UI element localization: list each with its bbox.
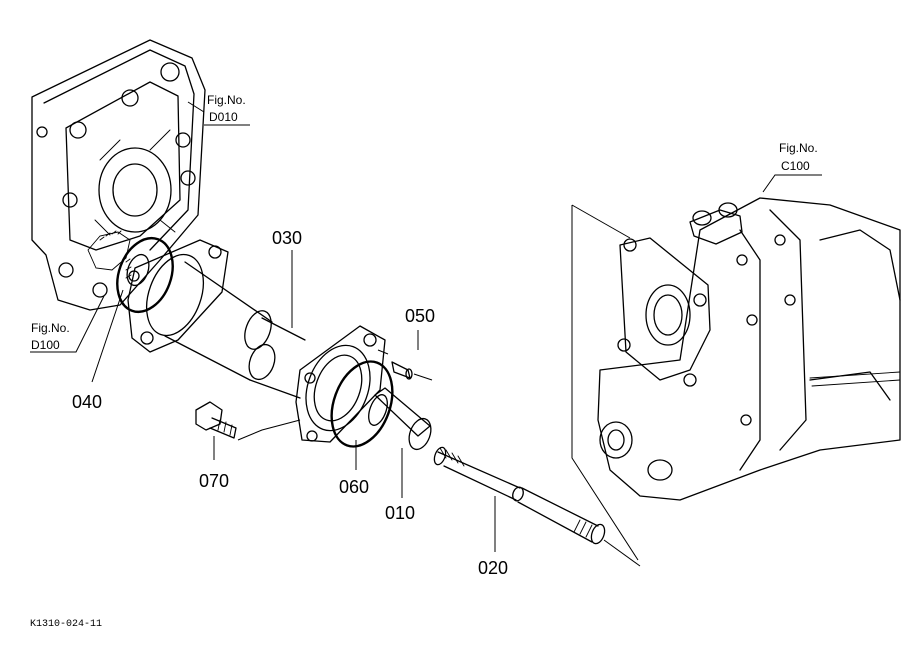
label-010: 010 [385,503,415,523]
fig-ref-d010-caption: Fig.No. [207,93,246,107]
label-070: 070 [199,471,229,491]
part-050-pin [377,330,433,381]
drawing-code: K1310-024-11 [30,619,102,630]
part-030-housing [125,239,386,443]
part-040-o-ring [91,237,174,383]
part-070-bolt [195,401,237,460]
label-020: 020 [478,558,508,578]
fig-ref-c100-caption: Fig.No. [779,141,818,155]
fig-ref-d100-caption: Fig.No. [31,321,70,335]
label-060: 060 [339,477,369,497]
figure-references: Fig.No. D010 Fig.No. D100 Fig.No. C100 [30,93,818,353]
part-060-o-ring [330,360,394,470]
label-050: 050 [405,306,435,326]
fig-ref-d010-number: D010 [209,110,238,124]
fig-ref-d100-number: D100 [31,338,60,352]
left-transmission-housing [31,39,250,311]
label-040: 040 [72,392,102,412]
label-030: 030 [272,228,302,248]
part-020-shaft [433,446,641,567]
right-transmission-housing [571,174,901,561]
part-010-sleeve [368,387,432,498]
part-number-labels: 030 040 050 070 060 010 020 [72,228,508,578]
fig-ref-c100-number: C100 [781,159,810,173]
